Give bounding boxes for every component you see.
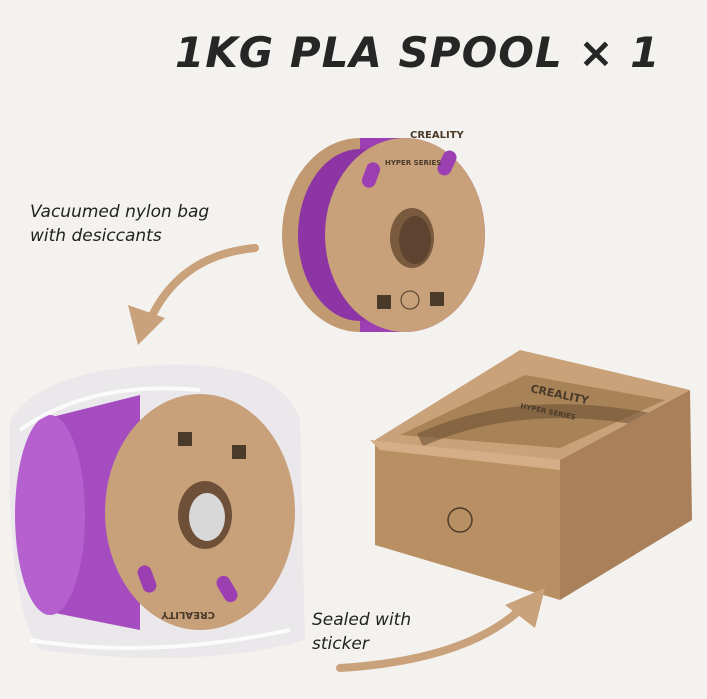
sticker-caption: Sealed with sticker xyxy=(312,608,411,656)
bagged-spool: CREALITY xyxy=(9,364,305,658)
sticker-caption-line1: Sealed with xyxy=(312,610,412,630)
sticker-caption-line2: sticker xyxy=(312,634,369,654)
bag-caption: Vacuumed nylon bag with desiccants xyxy=(30,200,209,248)
headline: 1KG PLA SPOOL × 1 xyxy=(175,28,661,77)
svg-text:HYPER SERIES: HYPER SERIES xyxy=(385,159,441,167)
brand-logo: CREALITY xyxy=(410,130,465,141)
bag-caption-line1: Vacuumed nylon bag xyxy=(30,202,210,222)
svg-text:CREALITY: CREALITY xyxy=(160,609,215,620)
packaging-box: CREALITY HYPER SERIES xyxy=(370,350,692,600)
top-spool: CREALITY HYPER SERIES xyxy=(282,130,485,332)
arrow-to-box xyxy=(336,588,545,672)
bag-caption-line2: with desiccants xyxy=(30,226,162,246)
arrow-to-bag xyxy=(128,244,259,345)
